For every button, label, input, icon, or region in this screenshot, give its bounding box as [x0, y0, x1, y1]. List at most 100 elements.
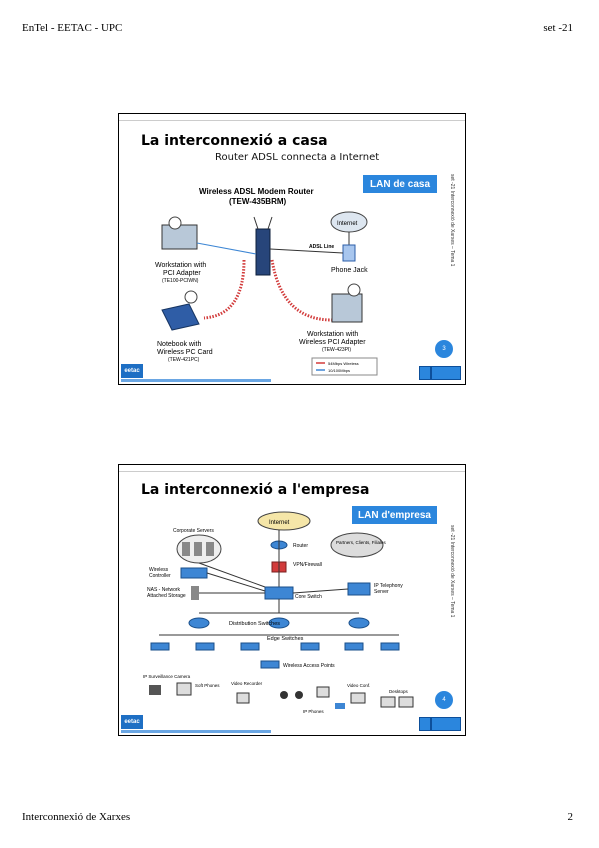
- legend-box: [311, 357, 378, 376]
- nas-label-1: NAS - Network: [147, 587, 181, 593]
- page-number: 2: [567, 811, 574, 823]
- slide-number-badge: 4: [435, 691, 453, 709]
- distribution-label: Distribution Switches: [229, 621, 280, 627]
- nav-button: [431, 366, 461, 380]
- ws2-label-1: Workstation with: [307, 331, 358, 338]
- ip-telephony-label-2: Server: [374, 589, 389, 595]
- magnifier-icon: [347, 283, 361, 297]
- wireless-ctrl-label-1: Wireless: [149, 567, 169, 573]
- ws2-label-3: (TEW-423PI): [322, 347, 351, 353]
- home-network-diagram: Wireless ADSL Modem Router (TEW-435BRM) …: [155, 187, 378, 376]
- partners-label: Partners, Clients, Filiales: [336, 540, 387, 545]
- internet-label: Internet: [337, 221, 358, 227]
- video-conf-icon: [350, 692, 366, 704]
- ws2-label-2: Wireless PCI Adapter: [299, 339, 366, 346]
- ip-phones-label: IP Phones: [303, 709, 324, 714]
- slide-title: La interconnexió a l'empresa: [141, 482, 370, 498]
- server-icon: [182, 542, 190, 556]
- nas-icon: [191, 586, 199, 600]
- partners-cloud-icon: [330, 532, 384, 558]
- lan-badge: LAN d'empresa: [352, 506, 437, 524]
- legend-wireless: 54Mbps Wireless: [328, 361, 359, 366]
- legend-wired: 10/100Mbps: [328, 368, 350, 373]
- nb-label-3: (TEW-421PC): [168, 357, 200, 363]
- magnifier-icon: [184, 290, 198, 304]
- phone-jack-icon: [342, 244, 356, 262]
- surveillance-label: IP Surveillance Camera: [143, 674, 191, 679]
- lan-badge: LAN de casa: [363, 175, 437, 193]
- slide-enterprise-lan: La interconnexió a l'empresa LAN d'empre…: [118, 464, 466, 736]
- slide-top-bar: [119, 114, 465, 121]
- ip-telephony-server-icon: [347, 582, 371, 596]
- notebook-icon: [161, 303, 200, 331]
- wireless-controller-icon: [180, 567, 208, 579]
- slide-subtitle: Router ADSL connecta a Internet: [215, 152, 380, 163]
- distribution-switch-icon: [268, 617, 290, 629]
- core-switch-icon: [264, 586, 294, 600]
- desktop-icon: [236, 692, 250, 704]
- nas-label-2: Attached Storage: [147, 593, 186, 599]
- edge-switch-icon: [300, 642, 320, 651]
- workstation-icon: [161, 224, 198, 250]
- router-model-label: Wireless ADSL Modem Router: [199, 187, 314, 196]
- desktop-icon: [380, 696, 396, 708]
- enterprise-network-diagram: Internet Partners, Clients, Filiales Cor…: [143, 511, 414, 714]
- edge-switch-icon: [380, 642, 400, 651]
- slide-side-text: set -21 Interconnexió de Xarxes – Tema 1: [449, 174, 455, 267]
- slide-number-badge: 3: [435, 340, 453, 358]
- edge-switch-icon: [195, 642, 215, 651]
- wap-label: Wireless Access Points: [283, 663, 335, 669]
- router-model-code: (TEW-435BRM): [229, 197, 287, 206]
- internet-label: Internet: [269, 520, 290, 526]
- phone-jack-label: Phone Jack: [331, 267, 368, 274]
- magnifier-icon: [168, 216, 182, 230]
- logo-strip: [121, 379, 271, 382]
- ip-phone-icon: [335, 703, 345, 709]
- core-switch-label: Core Switch: [295, 594, 322, 600]
- nav-button: [431, 717, 461, 731]
- nb-label-1: Notebook with: [157, 341, 201, 348]
- workstation-icon: [331, 293, 363, 323]
- eetac-logo: eetac: [121, 715, 143, 729]
- servers-label: Corporate Servers: [173, 528, 214, 534]
- wireless-ctrl-label-2: Controller: [149, 573, 171, 579]
- user-icon: [280, 691, 288, 699]
- internet-cloud-icon: [257, 511, 311, 531]
- desktop-icon: [398, 696, 414, 708]
- edge-switch-icon: [344, 642, 364, 651]
- distribution-switch-icon: [188, 617, 210, 629]
- nb-label-2: Wireless PC Card: [157, 349, 213, 356]
- desktops-label: Desktops: [389, 689, 409, 694]
- user-icon: [295, 691, 303, 699]
- page-header-left: EnTel - EETAC - UPC: [22, 22, 123, 34]
- edge-switch-icon: [150, 642, 170, 651]
- server-icon: [194, 542, 202, 556]
- logo-strip: [121, 730, 271, 733]
- slide-title: La interconnexió a casa: [141, 133, 328, 149]
- desktop-icon: [176, 682, 192, 696]
- server-icon: [206, 542, 214, 556]
- slide-side-text: set -21 Interconnexió de Xarxes – Tema 1: [449, 525, 455, 618]
- ip-telephony-label-1: IP Telephony: [374, 583, 403, 589]
- ws1-label-2: PCI Adapter: [163, 270, 201, 277]
- ws1-label-1: Workstation with: [155, 262, 206, 269]
- slide-home-lan: La interconnexió a casa Router ADSL conn…: [118, 113, 466, 385]
- router-icon: [255, 228, 271, 276]
- distribution-switch-icon: [348, 617, 370, 629]
- video-recorder-label: Video Recorder: [231, 681, 263, 686]
- antenna-icon: [253, 216, 259, 230]
- edge-switch-icon: [240, 642, 260, 651]
- nav-icon: [419, 366, 431, 380]
- router-label: Router: [293, 543, 308, 549]
- edge-switches-label: Edge Switches: [267, 636, 304, 642]
- page-header-right: set -21: [543, 22, 573, 34]
- edge-switch-icon: [260, 660, 280, 669]
- nav-icon: [419, 717, 431, 731]
- antenna-icon: [267, 216, 273, 230]
- page-footer-left: Interconnexió de Xarxes: [22, 811, 131, 823]
- vpn-label: VPN/Firewall: [293, 562, 322, 568]
- video-conf-label: Video Conf.: [347, 683, 370, 688]
- ws1-label-3: (TE100-PCIWN): [162, 278, 199, 284]
- slide-top-bar: [119, 465, 465, 472]
- camera-icon: [149, 685, 161, 695]
